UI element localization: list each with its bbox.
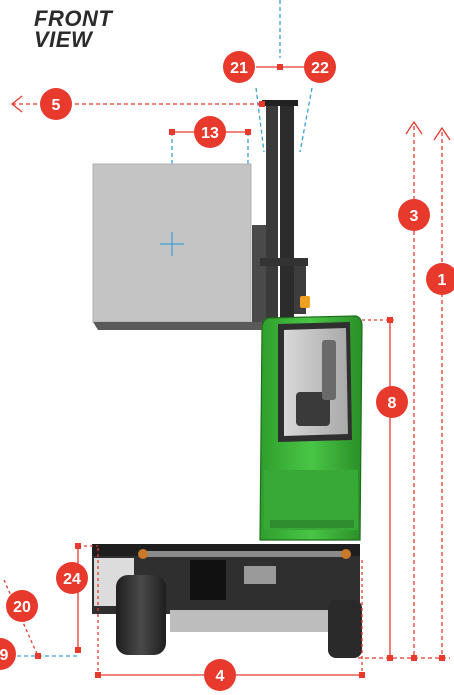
mast-assembly <box>93 100 310 330</box>
chassis <box>92 544 362 658</box>
guide-tilt-right <box>299 87 313 153</box>
axle-bar <box>140 551 350 557</box>
badge-24: 24 <box>56 562 88 594</box>
svg-text:4: 4 <box>216 668 225 685</box>
badge-1: 1 <box>426 263 454 295</box>
badge-21: 21 <box>223 51 255 83</box>
cab-seat <box>296 392 330 426</box>
badge-3: 3 <box>398 199 430 231</box>
title-line-1: FRONT <box>34 6 113 31</box>
wheel-right <box>328 600 362 658</box>
cab-step <box>270 520 354 528</box>
badge-5: 5 <box>40 88 72 120</box>
svg-text:21: 21 <box>230 60 248 77</box>
guide-tilt-left <box>255 87 265 153</box>
warning-light <box>300 296 310 308</box>
mast-rail-rear <box>280 104 294 322</box>
svg-text:3: 3 <box>410 208 419 225</box>
badge-8: 8 <box>376 386 408 418</box>
axle-hub-right <box>341 549 351 559</box>
diagram-title: FRONT VIEW <box>34 6 113 52</box>
svg-text:24: 24 <box>63 571 81 588</box>
cab-seat-back <box>322 340 336 400</box>
dim-1-arrow <box>433 126 451 141</box>
badge-22: 22 <box>304 51 336 83</box>
svg-text:8: 8 <box>388 395 397 412</box>
operator-cab <box>259 315 363 541</box>
svg-text:5: 5 <box>52 97 61 114</box>
svg-text:20: 20 <box>13 599 31 616</box>
dimension-endpoints <box>35 64 445 678</box>
chassis-label-plate <box>244 566 276 584</box>
badge-4: 4 <box>204 659 236 691</box>
svg-text:13: 13 <box>201 125 219 142</box>
carriage-plate <box>252 225 266 325</box>
dim-20-line <box>3 579 39 657</box>
fork-arm <box>93 322 262 330</box>
svg-text:22: 22 <box>311 60 329 77</box>
dim-3-arrow <box>405 120 423 135</box>
badge-9: 9 <box>0 638 16 670</box>
load-center-mark <box>160 232 184 256</box>
badge-20: 20 <box>6 590 38 622</box>
mast-top-bar <box>262 100 298 106</box>
mast-rail-front <box>266 104 278 322</box>
svg-text:9: 9 <box>0 647 9 664</box>
axle-hub-left <box>138 549 148 559</box>
mast-crossbar <box>260 258 308 266</box>
dim-5-arrow <box>10 95 23 113</box>
chassis-skirt <box>170 610 350 632</box>
svg-text:1: 1 <box>438 272 447 289</box>
wheel-left <box>116 575 166 655</box>
badge-13: 13 <box>194 116 226 148</box>
chassis-grille <box>190 560 226 600</box>
title-line-2: VIEW <box>34 27 93 52</box>
